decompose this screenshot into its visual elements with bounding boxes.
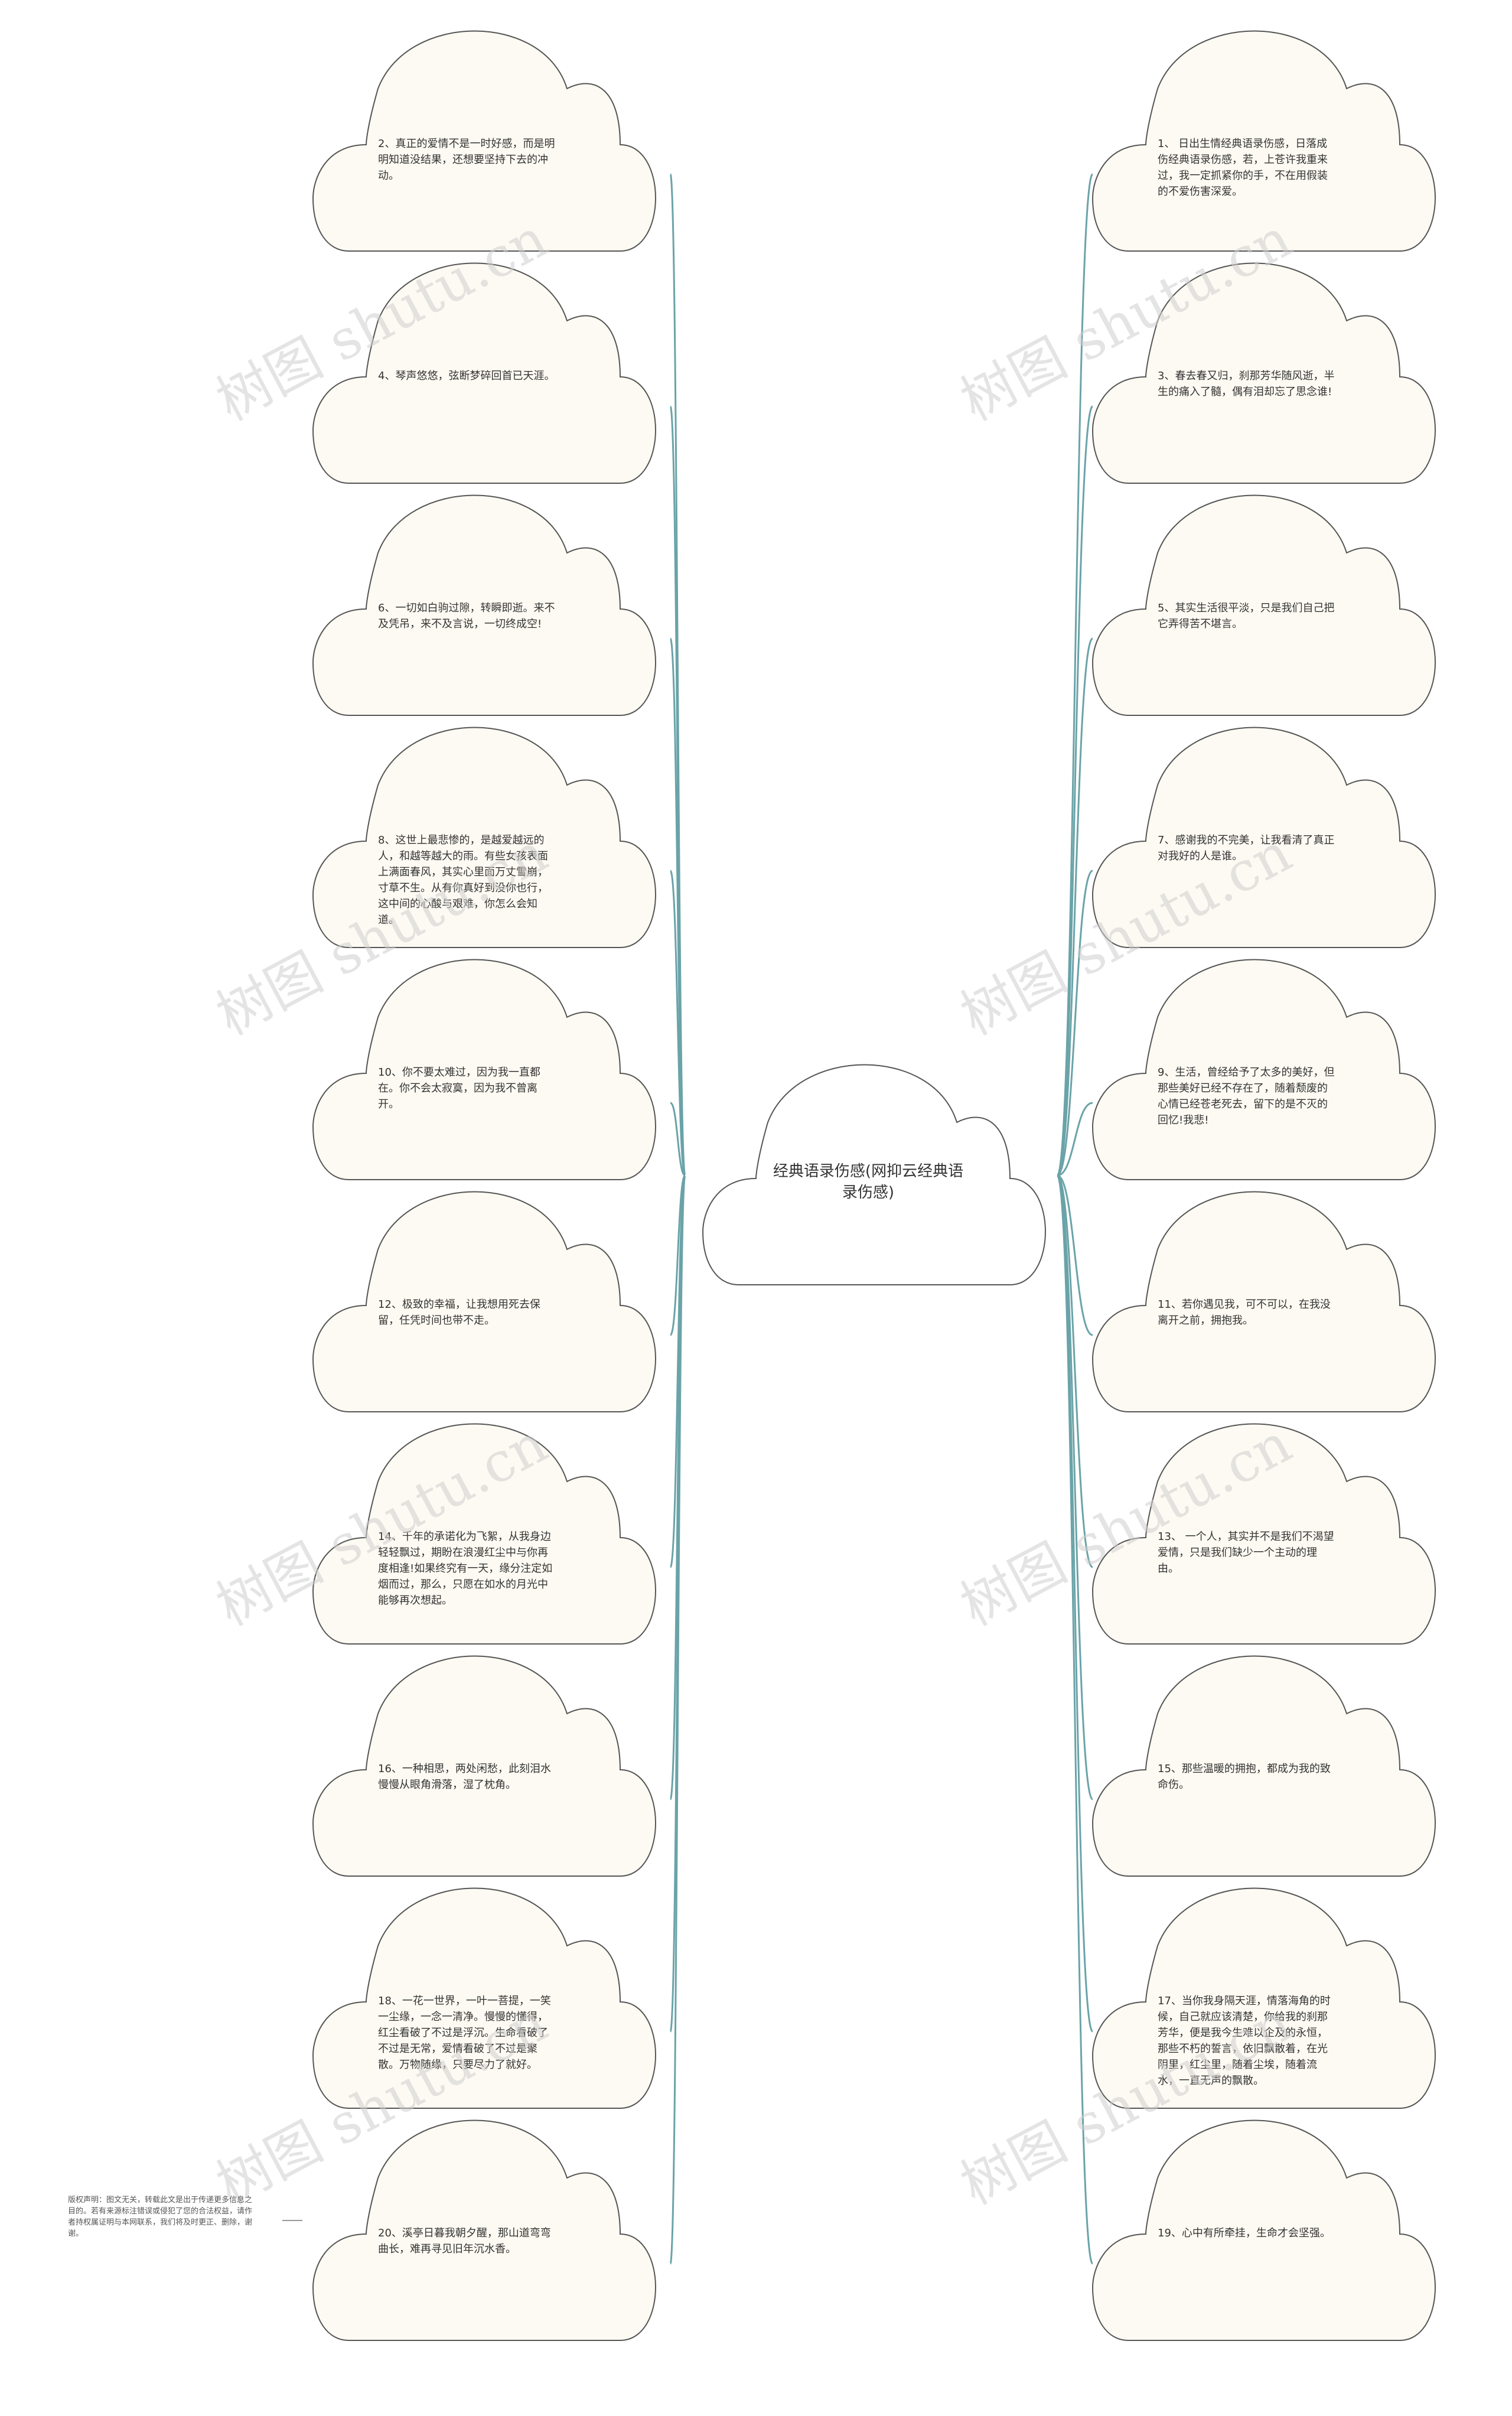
left-node-4[interactable]: 8、这世上最悲惨的，是越爱越远的人，和越等越大的雨。有些女孩表面上满面春风，其实… [289, 723, 667, 955]
node-text: 10、你不要太难过，因为我一直都在。你不会太寂寞，因为我不曾离开。 [378, 1066, 540, 1111]
node-text: 15、那些温暖的拥抱，都成为我的致命伤。 [1158, 1763, 1331, 1791]
node-text: 16、一种相思，两处闲愁，此刻泪水慢慢从眼角滑落，湿了枕角。 [378, 1763, 551, 1791]
cloud-shape [312, 1655, 656, 1877]
node-text: 1、 日出生情经典语录伤感，日落成伤经典语录伤感，若，上苍许我重来过，我一定抓紧… [1158, 138, 1328, 198]
node-text: 3、春去春又归，刹那芳华随风逝，半生的痛入了髓，偶有泪却忘了思念谁! [1158, 370, 1335, 398]
node-text: 7、感谢我的不完美，让我看清了真正对我好的人是谁。 [1158, 834, 1335, 862]
node-text: 11、若你遇见我，可不可以，在我没离开之前，拥抱我。 [1158, 1298, 1331, 1327]
cloud-shape [1091, 959, 1436, 1180]
connector-left-10 [669, 1174, 686, 2265]
right-node-2[interactable]: 3、春去春又归，刹那芳华随风逝，半生的痛入了髓，偶有泪却忘了思念谁! [1069, 259, 1447, 490]
node-text: 19、心中有所牵挂，生命才会坚强。 [1158, 2227, 1331, 2239]
cloud-shape [1091, 1423, 1436, 1645]
left-node-3[interactable]: 6、一切如白驹过隙，转瞬即逝。来不及凭吊，来不及言说，一切终成空! [289, 491, 667, 722]
connector-right-8 [1056, 1174, 1094, 1800]
cloud-shape [1091, 1887, 1436, 2109]
cloud-shape [1091, 727, 1436, 948]
connector-right-3 [1056, 637, 1094, 1177]
cloud-shape [1091, 1191, 1436, 1412]
connector-lines [669, 173, 1094, 2265]
node-text: 17、当你我身隔天涯，情落海角的时候，自己就应该清楚，你给我的刹那芳华，便是我今… [1158, 1995, 1331, 2087]
right-node-3[interactable]: 5、其实生活很平淡，只是我们自己把它弄得苦不堪言。 [1069, 491, 1447, 722]
node-text: 9、生活，曾经给予了太多的美好，但那些美好已经不存在了，随着颓废的心情已经苍老死… [1158, 1066, 1335, 1126]
left-node-5[interactable]: 10、你不要太难过，因为我一直都在。你不会太寂寞，因为我不曾离开。 [289, 955, 667, 1187]
node-text: 13、 一个人，其实并不是我们不渴望爱情，只是我们缺少一个主动的理由。 [1158, 1531, 1334, 1575]
cloud-shape [312, 494, 656, 716]
connector-right-7 [1056, 1174, 1094, 1568]
cloud-shape [312, 30, 656, 252]
right-node-5[interactable]: 9、生活，曾经给予了太多的美好，但那些美好已经不存在了，随着颓废的心情已经苍老死… [1069, 955, 1447, 1187]
right-node-4[interactable]: 7、感谢我的不完美，让我看清了真正对我好的人是谁。 [1069, 723, 1447, 955]
node-text: 18、一花一世界，一叶一菩提，一笑一尘缘，一念一清净。慢慢的懂得，红尘看破了不过… [378, 1995, 551, 2071]
cloud-shape [1091, 30, 1436, 252]
copyright-connector [282, 2220, 302, 2221]
node-text: 14、千年的承诺化为飞絮，从我身边轻轻飘过，期盼在浪漫红尘中与你再度相逢!如果终… [378, 1531, 553, 1607]
cloud-shape [312, 2119, 656, 2341]
left-node-1[interactable]: 2、真正的爱情不是一时好感，而是明明知道没结果，还想要坚持下去的冲动。 [289, 27, 667, 258]
central-topic-label: 经典语录伤感(网抑云经典语录伤感) [773, 1163, 964, 1202]
node-text: 4、琴声悠悠，弦断梦碎回首已天涯。 [378, 370, 555, 382]
right-node-6[interactable]: 11、若你遇见我，可不可以，在我没离开之前，拥抱我。 [1069, 1187, 1447, 1419]
cloud-shape [1091, 262, 1436, 484]
node-text: 12、极致的幸福，让我想用死去保留，任凭时间也带不走。 [378, 1298, 540, 1327]
right-node-9[interactable]: 17、当你我身隔天涯，情落海角的时候，自己就应该清楚，你给我的刹那芳华，便是我今… [1069, 1884, 1447, 2115]
connector-left-4 [669, 870, 686, 1177]
right-node-10[interactable]: 19、心中有所牵挂，生命才会坚强。 [1069, 2116, 1447, 2347]
connector-right-10 [1056, 1174, 1094, 2265]
left-node-8[interactable]: 16、一种相思，两处闲愁，此刻泪水慢慢从眼角滑落，湿了枕角。 [289, 1652, 667, 1883]
cloud-shape [312, 1887, 656, 2109]
cloud-shape [702, 1064, 1046, 1285]
connector-right-6 [1057, 1174, 1093, 1336]
cloud-shape [1091, 494, 1436, 716]
cloud-shape [312, 959, 656, 1180]
connector-left-5 [669, 1102, 686, 1177]
cloud-shape [1091, 2119, 1436, 2341]
connector-right-5 [1057, 1102, 1093, 1177]
node-text: 6、一切如白驹过隙，转瞬即逝。来不及凭吊，来不及言说，一切终成空! [378, 602, 555, 630]
cloud-shape [312, 262, 656, 484]
cloud-shape [312, 727, 656, 948]
cloud-shape [312, 1191, 656, 1412]
central-topic[interactable]: 经典语录伤感(网抑云经典语录伤感) [679, 1060, 1057, 1292]
node-text: 5、其实生活很平淡，只是我们自己把它弄得苦不堪言。 [1158, 602, 1335, 630]
left-node-2[interactable]: 4、琴声悠悠，弦断梦碎回首已天涯。 [289, 259, 667, 490]
connector-right-4 [1057, 870, 1093, 1177]
cloud-shape [312, 1423, 656, 1645]
right-node-1[interactable]: 1、 日出生情经典语录伤感，日落成伤经典语录伤感，若，上苍许我重来过，我一定抓紧… [1069, 27, 1447, 258]
node-text: 20、溪亭日暮我朝夕醒，那山道弯弯曲长，难再寻见旧年沉水香。 [378, 2227, 551, 2255]
left-node-9[interactable]: 18、一花一世界，一叶一菩提，一笑一尘缘，一念一清净。慢慢的懂得，红尘看破了不过… [289, 1884, 667, 2115]
right-node-8[interactable]: 15、那些温暖的拥抱，都成为我的致命伤。 [1069, 1652, 1447, 1883]
right-node-7[interactable]: 13、 一个人，其实并不是我们不渴望爱情，只是我们缺少一个主动的理由。 [1069, 1419, 1447, 1651]
connector-right-2 [1056, 405, 1094, 1177]
connector-right-1 [1056, 173, 1094, 1177]
left-node-6[interactable]: 12、极致的幸福，让我想用死去保留，任凭时间也带不走。 [289, 1187, 667, 1419]
node-text: 2、真正的爱情不是一时好感，而是明明知道没结果，还想要坚持下去的冲动。 [378, 138, 555, 182]
node-text: 8、这世上最悲惨的，是越爱越远的人，和越等越大的雨。有些女孩表面上满面春风，其实… [378, 834, 548, 926]
left-node-10[interactable]: 20、溪亭日暮我朝夕醒，那山道弯弯曲长，难再寻见旧年沉水香。 [289, 2116, 667, 2347]
cloud-shape [1091, 1655, 1436, 1877]
copyright-notice: 版权声明：图文无关，转载此文是出于传递更多信息之目的。若有来源标注错误或侵犯了您… [68, 2196, 253, 2238]
left-node-7[interactable]: 14、千年的承诺化为飞絮，从我身边轻轻飘过，期盼在浪漫红尘中与你再度相逢!如果终… [289, 1419, 667, 1651]
